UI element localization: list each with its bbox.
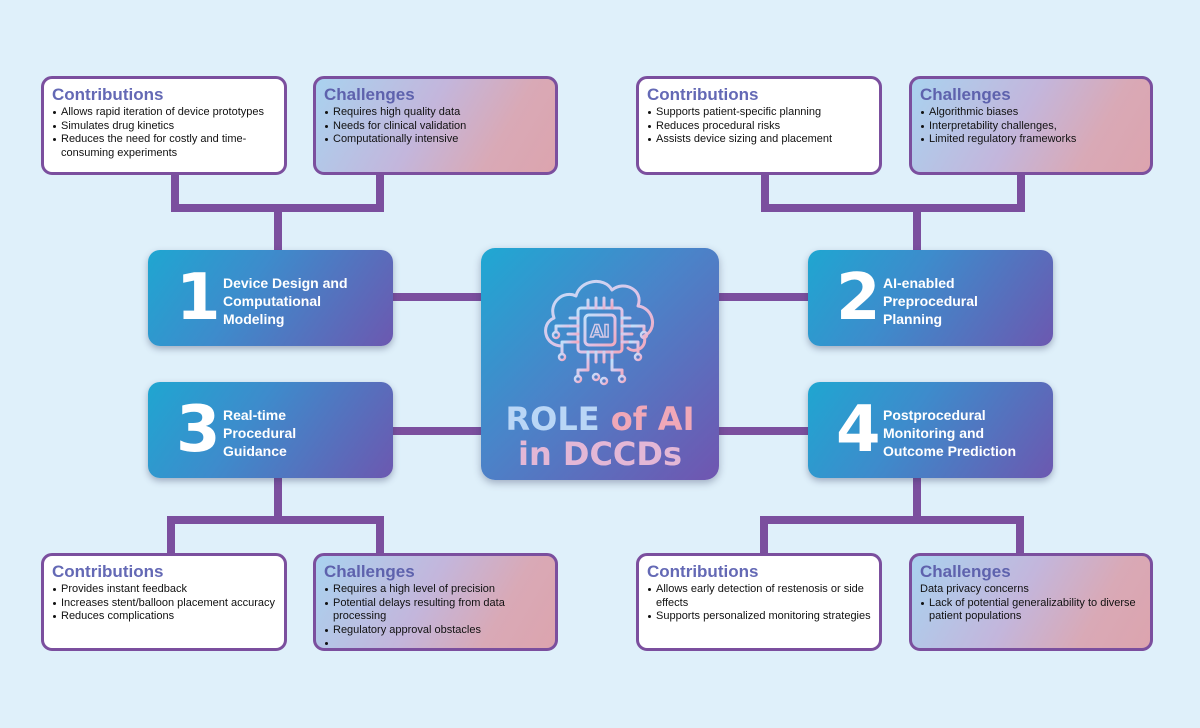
topic-label: Device Design and Computational Modeling xyxy=(223,275,348,327)
topic-number: 2 xyxy=(836,261,881,335)
center-title-role: ROLE xyxy=(505,400,600,438)
connector-bottom-left xyxy=(167,478,384,556)
list-item: Simulates drug kinetics xyxy=(52,120,276,134)
contributions-list: Provides instant feedback Increases sten… xyxy=(52,583,276,624)
contributions-box-device-design: Contributions Allows rapid iteration of … xyxy=(41,76,287,175)
contributions-title: Contributions xyxy=(52,85,164,104)
list-item: Supports patient-specific planning xyxy=(647,106,871,120)
topic-number: 1 xyxy=(176,261,221,335)
list-item: Provides instant feedback xyxy=(52,583,276,597)
connector-top-left xyxy=(171,172,384,250)
topic-label: Postprocedural Monitoring and Outcome Pr… xyxy=(883,407,1017,459)
contributions-list: Allows early detection of restenosis or … xyxy=(647,583,871,624)
contributions-list: Supports patient-specific planning Reduc… xyxy=(647,106,871,147)
center-hub: AI ROLE of AI in DCCDs xyxy=(481,248,719,480)
topic-number: 3 xyxy=(176,393,221,467)
challenges-list: Requires a high level of precision Poten… xyxy=(324,583,547,645)
contributions-title: Contributions xyxy=(647,562,759,581)
challenges-box-device-design: Challenges Requires high quality data Ne… xyxy=(313,76,558,175)
list-item: Lack of potential generalizability to di… xyxy=(920,597,1142,624)
challenges-list: Algorithmic biases Interpretability chal… xyxy=(920,106,1142,147)
topic-box-4: 4 Postprocedural Monitoring and Outcome … xyxy=(808,382,1053,478)
list-item: Limited regulatory frameworks xyxy=(920,133,1142,147)
list-item: Reduces complications xyxy=(52,610,276,624)
contributions-title: Contributions xyxy=(647,85,759,104)
connector-top-right xyxy=(761,172,1025,250)
list-item: Reduces the need for costly and time-con… xyxy=(52,133,276,160)
center-title-line2: in DCCDs xyxy=(517,435,683,473)
contributions-box-procedural-guidance: Contributions Provides instant feedback … xyxy=(41,553,287,651)
challenges-title: Challenges xyxy=(920,85,1011,104)
contributions-box-preprocedural-planning: Contributions Supports patient-specific … xyxy=(636,76,882,175)
list-item: Computationally intensive xyxy=(324,133,547,147)
challenges-title: Challenges xyxy=(324,562,415,581)
challenges-box-procedural-guidance: Challenges Requires a high level of prec… xyxy=(313,553,558,651)
center-title-line1: ROLE of AI xyxy=(481,401,719,437)
list-item: Supports personalized monitoring strateg… xyxy=(647,610,871,624)
list-item: Requires a high level of precision xyxy=(324,583,547,597)
challenges-box-preprocedural-planning: Challenges Algorithmic biases Interpreta… xyxy=(909,76,1153,175)
contributions-box-postprocedural-monitoring: Contributions Allows early detection of … xyxy=(636,553,882,651)
list-item: Reduces procedural risks xyxy=(647,120,871,134)
list-item: Requires high quality data xyxy=(324,106,547,120)
topic-label: Real-time Procedural Guidance xyxy=(223,407,297,459)
contributions-list: Allows rapid iteration of device prototy… xyxy=(52,106,276,160)
center-title-of-ai: of AI xyxy=(610,400,695,438)
contributions-title: Contributions xyxy=(52,562,164,581)
ai-chip-icon: AI xyxy=(544,280,654,386)
chip-label: AI xyxy=(590,322,609,342)
list-item: Data privacy concerns xyxy=(920,583,1029,595)
challenges-title: Challenges xyxy=(324,85,415,104)
list-item: Interpretability challenges, xyxy=(920,120,1142,134)
challenges-box-postprocedural-monitoring: Challenges Data privacy concerns Lack of… xyxy=(909,553,1153,651)
topic-label: AI-enabled Preprocedural Planning xyxy=(883,275,978,327)
challenges-title: Challenges xyxy=(920,562,1011,581)
topic-box-3: 3 Real-time Procedural Guidance xyxy=(148,382,393,478)
list-item: Needs for clinical validation xyxy=(324,120,547,134)
list-item: Increases stent/balloon placement accura… xyxy=(52,597,276,611)
list-item: Potential delays resulting from data pro… xyxy=(324,597,547,624)
topic-number: 4 xyxy=(836,393,881,467)
list-item: Algorithmic biases xyxy=(920,106,1142,120)
list-item xyxy=(324,637,547,645)
list-item: Regulatory approval obstacles xyxy=(324,624,547,638)
topic-box-2: 2 AI-enabled Preprocedural Planning xyxy=(808,250,1053,346)
list-item: Allows rapid iteration of device prototy… xyxy=(52,106,276,120)
list-item: Assists device sizing and placement xyxy=(647,133,871,147)
connector-bottom-right xyxy=(760,478,1024,556)
list-item: Allows early detection of restenosis or … xyxy=(647,583,871,610)
topic-box-1: 1 Device Design and Computational Modeli… xyxy=(148,250,393,346)
challenges-list: Requires high quality data Needs for cli… xyxy=(324,106,547,147)
challenges-list: Data privacy concerns Lack of potential … xyxy=(920,583,1142,624)
